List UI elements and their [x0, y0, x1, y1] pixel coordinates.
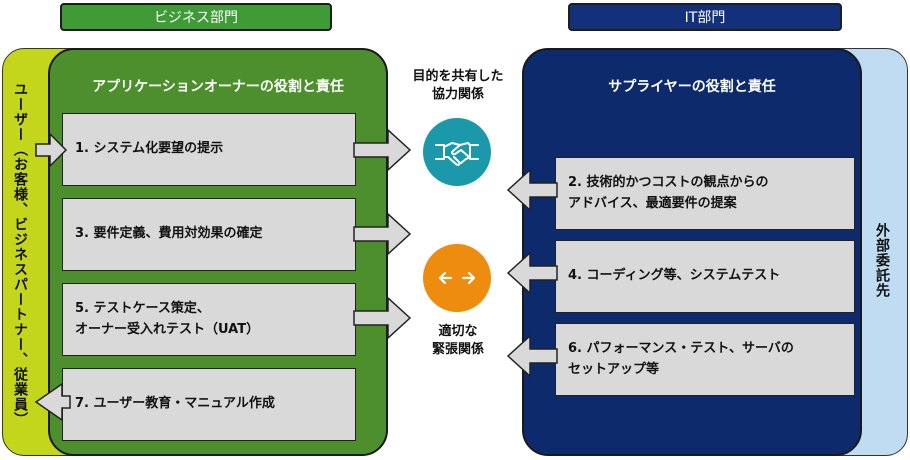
left-right-arrows-icon — [423, 244, 491, 312]
business-panel-title: アプリケーションオーナーの役割と責任 — [92, 79, 344, 95]
task-4-coding-system-test: 4. コーディング等、システムテスト — [555, 240, 855, 313]
business-dept-label: ビジネス部門 — [60, 3, 332, 31]
it-panel-title: サプライヤーの役割と責任 — [608, 79, 776, 95]
users-side-label: ユーザー（お客様、ビジネスパートナー、従業員） — [12, 81, 28, 427]
it-dept-label: IT部門 — [568, 3, 842, 31]
task-3-label: 3. 要件定義、費用対効果の確定 — [75, 226, 263, 242]
handshake-glyph — [435, 142, 479, 166]
task-6-performance-test: 6. パフォーマンス・テスト、サーバの セットアップ等 — [555, 323, 855, 396]
tension-caption: 適切な 緊張関係 — [431, 324, 484, 358]
task-5-test-cases-uat: 5. テストケース策定、 オーナー受入れテスト（UAT） — [62, 283, 356, 356]
task-6-label: 6. パフォーマンス・テスト、サーバの セットアップ等 — [568, 341, 794, 377]
task-7-label: 7. ユーザー教育・マニュアル作成 — [75, 396, 275, 412]
cooperation-caption: 目的を共有した 協力関係 — [412, 69, 504, 103]
task-5-label: 5. テストケース策定、 オーナー受入れテスト（UAT） — [75, 301, 260, 337]
task-2-label: 2. 技術的かつコストの観点からの アドバイス、最適要件の提案 — [568, 175, 769, 211]
task-2-technical-advice: 2. 技術的かつコストの観点からの アドバイス、最適要件の提案 — [555, 157, 855, 230]
left-right-arrows-glyph — [438, 271, 476, 285]
task-4-label: 4. コーディング等、システムテスト — [568, 268, 781, 284]
handshake-icon — [423, 118, 491, 186]
task-1-label: 1. システム化要望の提示 — [75, 141, 224, 157]
task-1-requirements-request: 1. システム化要望の提示 — [62, 113, 356, 186]
task-7-user-training: 7. ユーザー教育・マニュアル作成 — [62, 368, 356, 441]
task-3-requirements-definition: 3. 要件定義、費用対効果の確定 — [62, 198, 356, 271]
outsourcer-side-label: 外部委託先 — [874, 222, 890, 298]
